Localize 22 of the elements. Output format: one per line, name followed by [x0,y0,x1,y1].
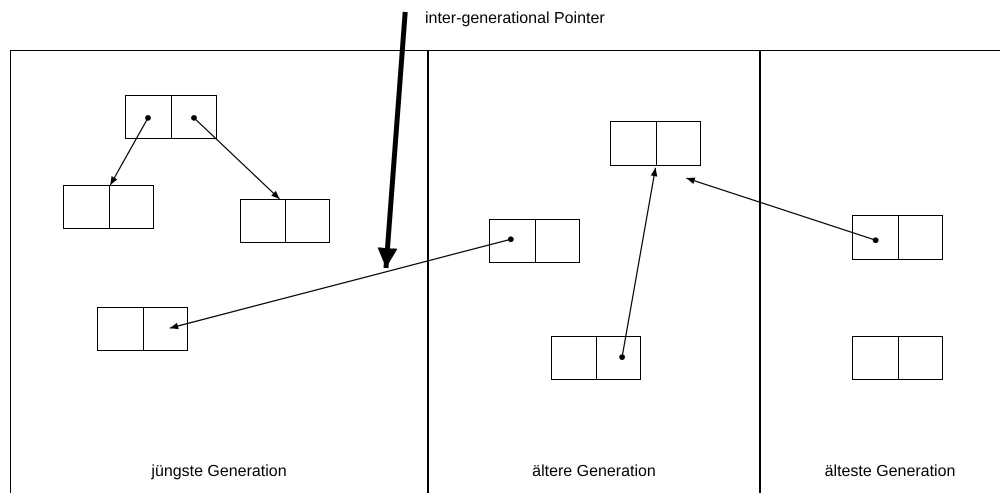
pointer-caption: inter-generational Pointer [425,10,645,34]
memory-cell-pair [551,336,641,380]
pointer-arrow [191,115,280,200]
generation-panel [760,50,1000,493]
panel-title: jüngste Generation [150,463,288,481]
memory-cell-pair [125,95,217,139]
generation-panel [428,50,760,493]
memory-cell-pair [489,219,580,263]
panel-title: älteste Generation [824,463,956,481]
memory-cell-pair [240,199,330,243]
pointer-arrow [619,168,658,360]
memory-cell-pair [63,185,154,229]
pointer-arrow [686,178,879,244]
memory-cell-pair [852,215,943,260]
memory-cell-pair [852,336,943,380]
memory-cell-pair [97,307,188,351]
panel-title: ältere Generation [531,463,657,481]
pointer-arrow [170,236,514,330]
memory-cell-pair [610,121,701,166]
leader-arrow [378,12,408,268]
pointer-arrow [110,115,151,186]
generation-panel [10,50,428,493]
